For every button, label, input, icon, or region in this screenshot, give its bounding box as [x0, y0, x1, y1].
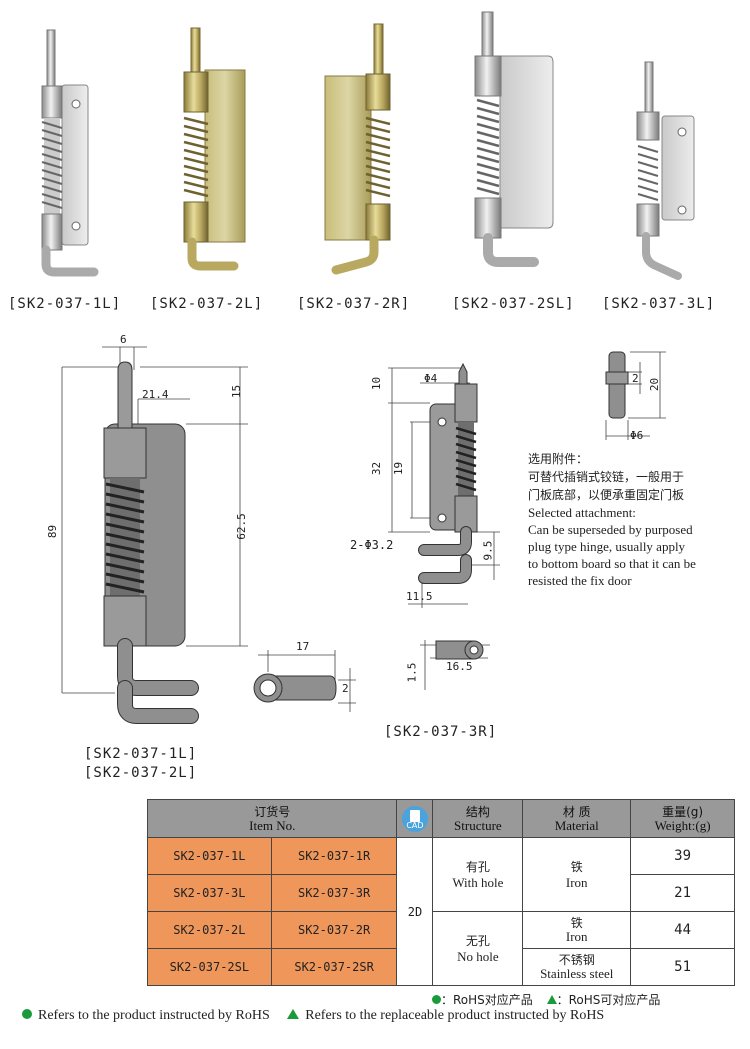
attachment-cn-title: 选用附件：	[528, 452, 589, 466]
weight-value: 44	[630, 911, 735, 949]
photo-sk2-037-1l	[41, 29, 99, 277]
cad-icon: CAD	[401, 805, 428, 832]
weight-value: 21	[630, 874, 735, 912]
dim-holes: 2-Φ3.2	[350, 538, 394, 552]
caption-sk2-037-2r: [SK2-037-2R]	[297, 296, 411, 312]
item-code: SK2-037-2SL	[147, 948, 272, 986]
legend-rohs-cn: ：RoHS对应产品	[441, 993, 533, 1007]
attachment-cn-line2: 门板底部，以便承重固定门板	[528, 488, 685, 502]
part-drawing-pin-view	[253, 673, 337, 703]
dim-2: 2	[342, 682, 349, 695]
label-sk2-037-1l: [SK2-037-1L]	[84, 746, 198, 762]
attachment-en-line1: Can be superseded by purposed	[528, 522, 693, 537]
dim-pin-2: 2	[632, 372, 639, 385]
caption-sk2-037-2sl: [SK2-037-2SL]	[452, 296, 575, 312]
item-code: SK2-037-2L	[147, 911, 272, 949]
part-drawing-3r-pin-view	[435, 640, 484, 660]
caption-sk2-037-1l: [SK2-037-1L]	[8, 296, 122, 312]
item-code: SK2-037-2R	[270, 911, 398, 949]
rohs-triangle-icon	[287, 1009, 300, 1019]
legend-rohs-replace-cn: ：RoHS可对应产品	[556, 993, 661, 1007]
caption-sk2-037-2l: [SK2-037-2L]	[150, 296, 264, 312]
attachment-en-line4: resisted the fix door	[528, 573, 632, 588]
attachment-en-title: Selected attachment:	[528, 505, 636, 520]
attachment-note: 选用附件： 可替代插销式铰链，一般用于 门板底部，以便承重固定门板 Select…	[528, 450, 696, 589]
part-drawing-3r-side-view	[418, 362, 478, 584]
drawing-sk2-037-3r	[388, 362, 500, 690]
rohs-dot-icon	[22, 1009, 32, 1019]
part-drawing-side-view	[103, 361, 199, 724]
weight-value: 39	[630, 837, 735, 875]
item-code: SK2-037-1R	[270, 837, 398, 875]
header-weight: 重量(g)Weight:(g)	[630, 799, 735, 838]
dim-9-5: 9.5	[481, 540, 495, 561]
part-drawing-pin-shape	[605, 351, 629, 419]
attachment-en-line2: plug type hinge, usually apply	[528, 539, 686, 554]
caption-sk2-037-3l: [SK2-037-3L]	[602, 296, 716, 312]
dim-pin-phi6: Φ6	[630, 429, 644, 442]
attachment-en-line3: to bottom board so that it can be	[528, 556, 696, 571]
cad-value: 2D	[396, 837, 434, 986]
rohs-dot-icon	[432, 995, 441, 1004]
legend-rohs-replace-en: Refers to the replaceable product instru…	[305, 1008, 605, 1023]
weight-value: 51	[630, 948, 735, 986]
photo-sk2-037-2sl	[474, 11, 554, 267]
item-code: SK2-037-1L	[147, 837, 272, 875]
drawing-sk2-037-1l	[61, 346, 356, 724]
rohs-triangle-icon	[546, 995, 557, 1004]
item-code: SK2-037-3R	[270, 874, 398, 912]
label-sk2-037-2l: [SK2-037-2L]	[84, 765, 198, 781]
label-sk2-037-3r: [SK2-037-3R]	[384, 724, 498, 740]
dim-11-5: 11.5	[406, 590, 433, 603]
photo-sk2-037-2r	[324, 23, 391, 275]
item-code: SK2-037-3L	[147, 874, 272, 912]
legend-en: Refers to the product instructed by RoHS…	[22, 1008, 604, 1024]
legend-cn: ：RoHS对应产品 ：RoHS可对应产品	[432, 991, 660, 1008]
dim-17: 17	[296, 640, 310, 653]
attachment-cn-line1: 可替代插销式铰链，一般用于	[528, 470, 685, 484]
dim-10: 10	[370, 376, 384, 391]
dim-32: 32	[370, 461, 384, 476]
drawing-pin	[605, 351, 666, 440]
photo-sk2-037-2l	[183, 27, 246, 271]
dim-1-5: 1.5	[405, 662, 419, 683]
dim-15: 15	[230, 384, 244, 399]
dim-62-5: 62.5	[234, 513, 248, 540]
dim-pin-20: 20	[648, 377, 662, 392]
product-photos	[41, 11, 695, 280]
photo-sk2-037-3l	[636, 61, 695, 280]
dim-phi4: Φ4	[424, 372, 438, 385]
dim-21-4: 21.4	[142, 388, 169, 401]
legend-rohs-en: Refers to the product instructed by RoHS	[38, 1008, 270, 1023]
table-row: SK2-037-3L SK2-037-3R 21	[147, 874, 735, 912]
header-cad: CAD	[396, 799, 434, 838]
dim-6: 6	[120, 333, 127, 346]
dim-89: 89	[46, 524, 60, 539]
item-code: SK2-037-2SR	[270, 948, 398, 986]
dim-19: 19	[392, 461, 406, 476]
dim-16-5: 16.5	[446, 660, 473, 673]
